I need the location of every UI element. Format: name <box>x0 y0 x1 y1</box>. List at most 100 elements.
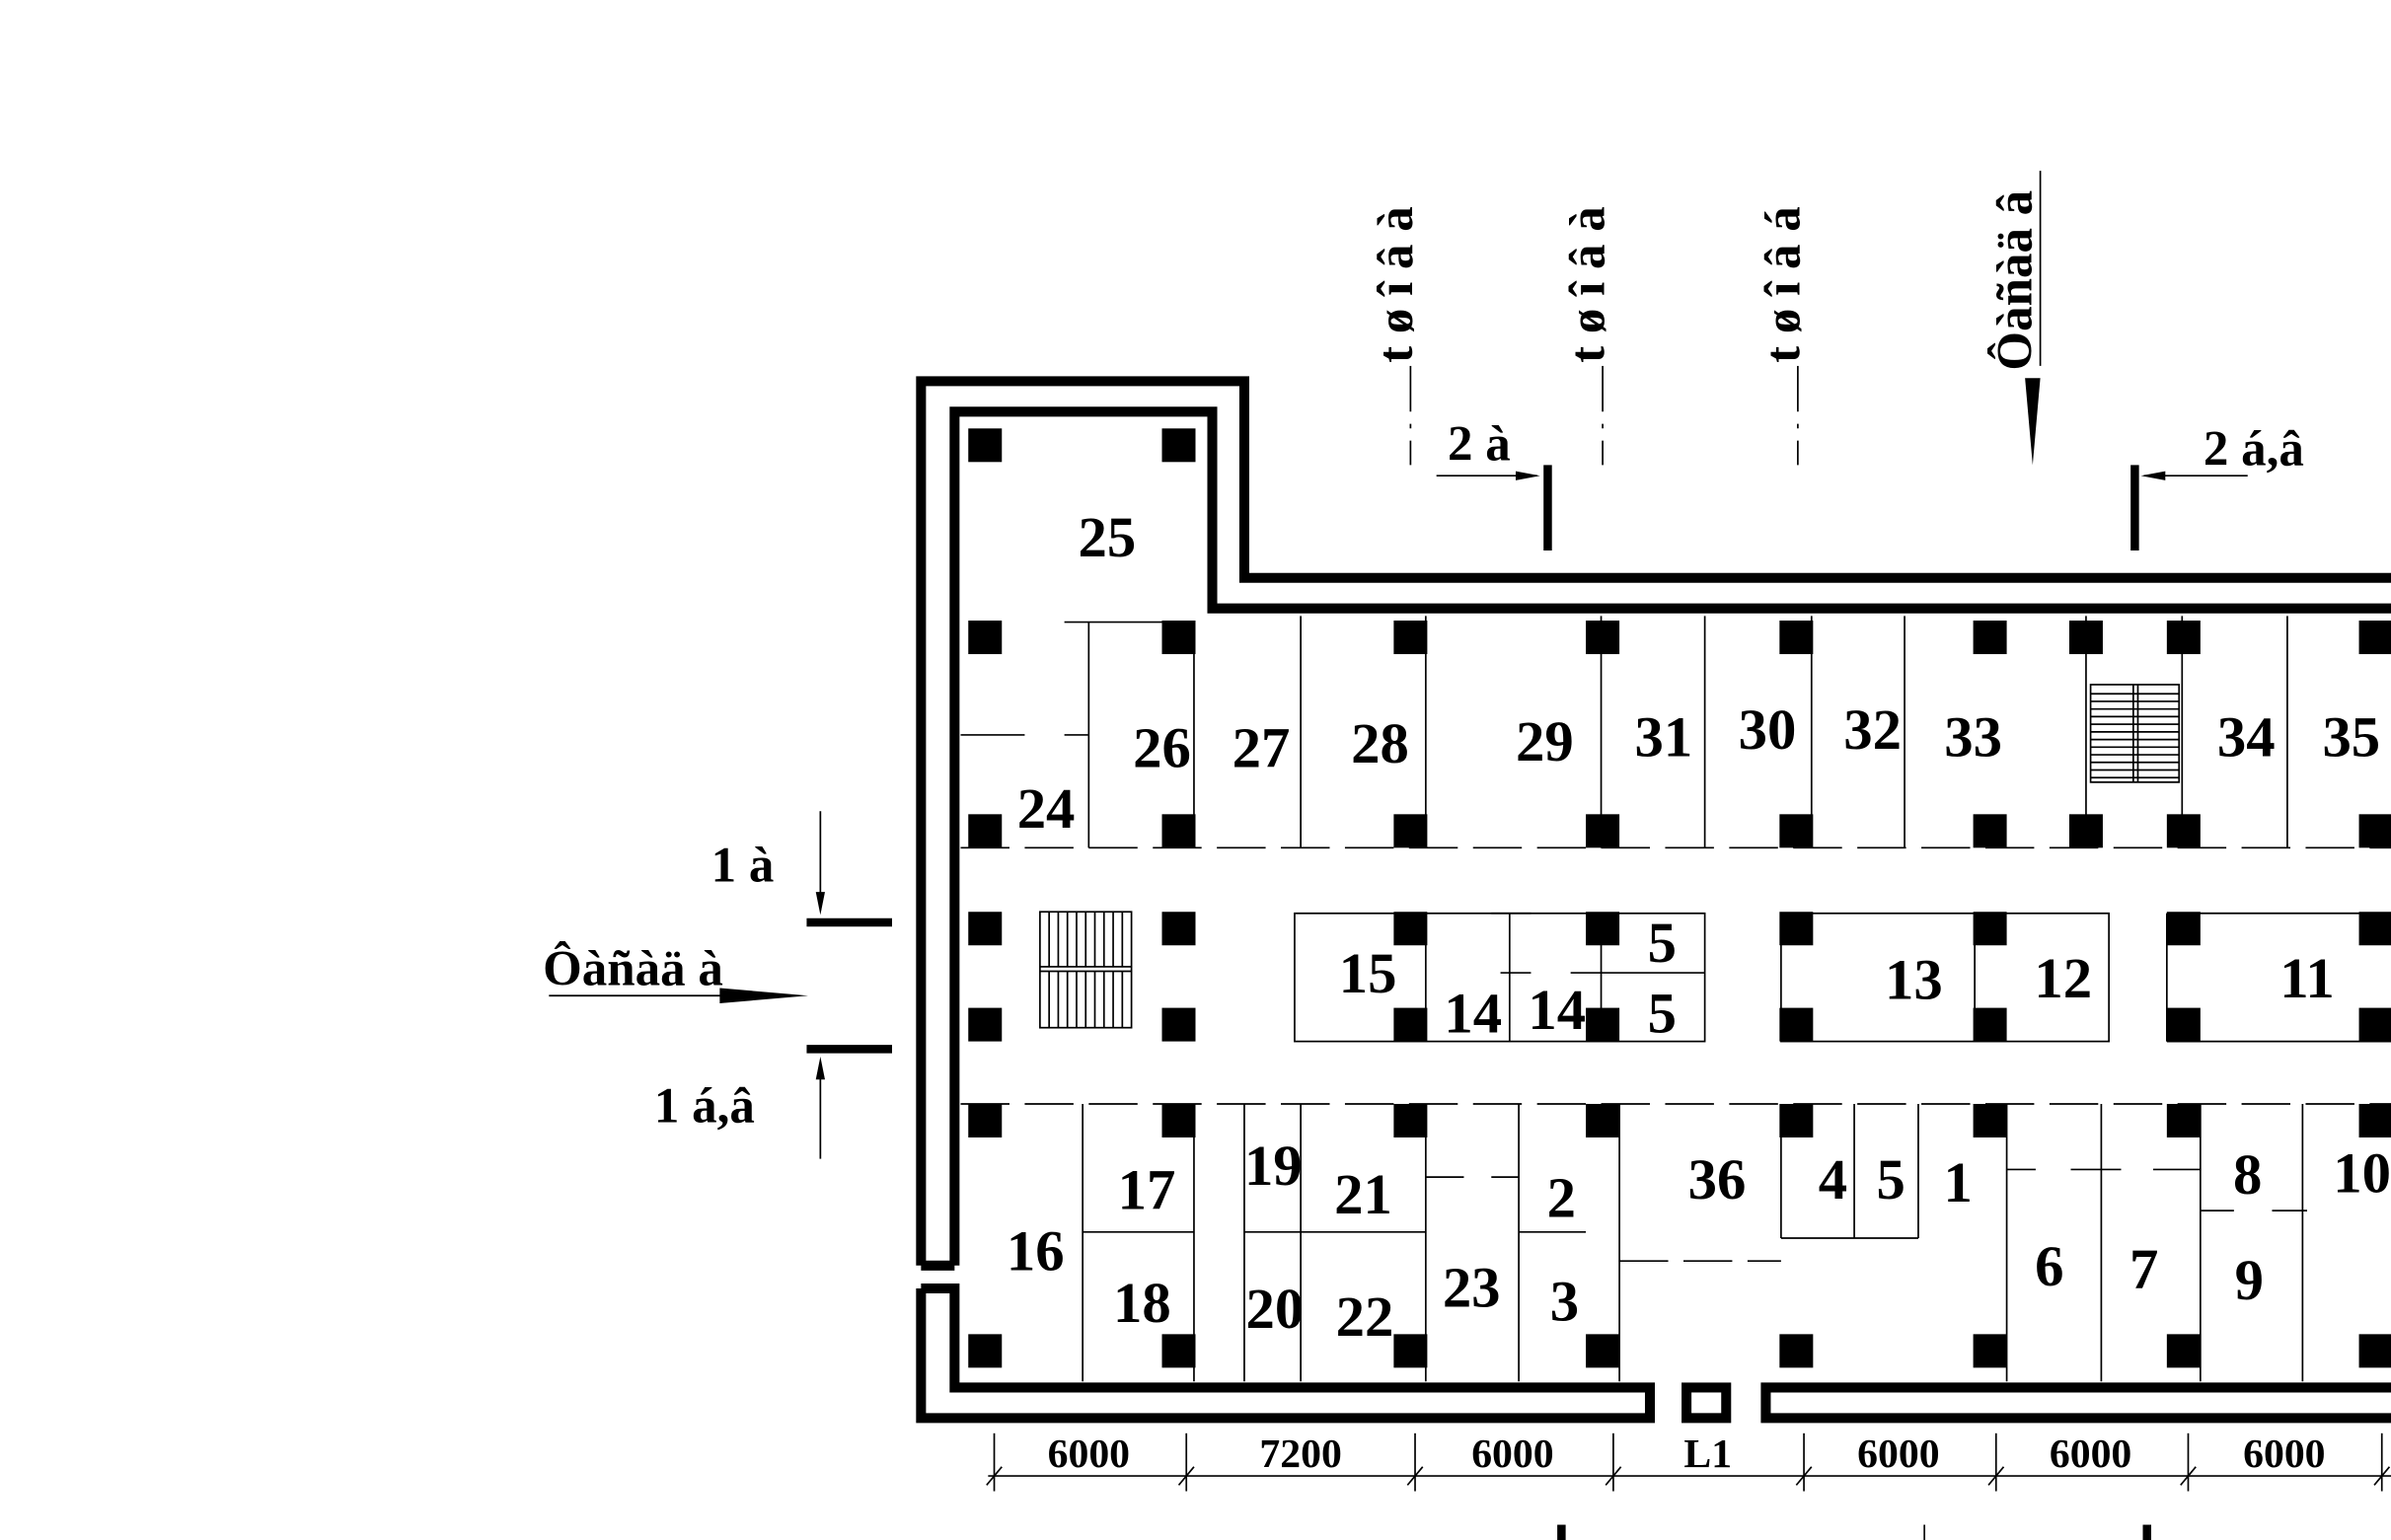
room-14b: 14 <box>1528 978 1586 1042</box>
column <box>1586 1007 1620 1042</box>
column <box>2358 1334 2391 1368</box>
room-22: 22 <box>1336 1284 1394 1349</box>
room-26: 26 <box>1133 715 1191 779</box>
column <box>2358 621 2391 655</box>
column <box>1586 1334 1620 1368</box>
dimension-slash <box>1987 1466 2005 1486</box>
dimension-6: 6000 <box>2050 1431 2131 1477</box>
column <box>1586 1103 1620 1137</box>
column <box>1161 1334 1196 1368</box>
room-13: 13 <box>1885 947 1943 1011</box>
column <box>2358 814 2391 848</box>
column <box>1393 1334 1428 1368</box>
left-section-marks: 1 à 1 á,â Ôàñàä à <box>543 811 892 1159</box>
column <box>1161 1103 1196 1137</box>
column <box>1973 621 2007 655</box>
room-5b: 5 <box>1648 981 1677 1045</box>
axis-label-1: t ø î â à <box>1369 206 1424 363</box>
column <box>2358 912 2391 946</box>
column <box>1779 1103 1814 1137</box>
room-30: 30 <box>1739 697 1797 762</box>
column <box>968 814 1003 848</box>
staircase-left <box>1039 911 1133 1029</box>
column <box>1586 912 1620 946</box>
wind-arrow-left-icon <box>719 988 808 1003</box>
dimension-slash <box>1406 1466 1424 1486</box>
column <box>1161 428 1196 463</box>
room-23: 23 <box>1443 1256 1501 1320</box>
column <box>2068 814 2103 848</box>
column <box>1161 621 1196 655</box>
dimension-line: 6000 7200 6000 L1 6000 6000 6000 <box>986 1431 2391 1540</box>
column <box>1161 912 1196 946</box>
outer-wall-bottom-left <box>916 1283 1656 1424</box>
room-5a: 5 <box>1648 911 1677 975</box>
column <box>1161 1007 1196 1042</box>
room-15: 15 <box>1339 941 1397 1005</box>
section-label-1bv: 1 á,â <box>654 1079 755 1135</box>
room-12: 12 <box>2034 946 2092 1010</box>
room-2: 2 <box>1547 1165 1576 1229</box>
column <box>968 1007 1003 1042</box>
room-8: 8 <box>2233 1142 2262 1207</box>
column <box>968 428 1003 463</box>
dimension-1: 6000 <box>1048 1431 1130 1477</box>
room-25: 25 <box>1079 505 1137 569</box>
top-section-marks: t ø î â à t ø î â à t ø î â á Ôàñàä â 2 … <box>1369 171 2304 550</box>
room-7: 7 <box>2129 1237 2158 1301</box>
section-label-2a: 2 à <box>1448 417 1511 473</box>
column <box>1973 912 2007 946</box>
room-29: 29 <box>1516 709 1574 773</box>
inner-wall-top <box>949 406 2391 1266</box>
room-21: 21 <box>1334 1162 1392 1226</box>
column <box>2166 1007 2201 1042</box>
column <box>1973 1334 2007 1368</box>
wind-direction-top: Ôàñàä â <box>1987 190 2043 371</box>
room-14a: 14 <box>1444 981 1502 1045</box>
section-label-2bv: 2 á,â <box>2204 421 2304 477</box>
dimension-slash <box>1177 1466 1195 1486</box>
dimension-7: 6000 <box>2243 1431 2325 1477</box>
staircase-top <box>2089 684 2181 783</box>
dimension-slash <box>986 1466 1003 1486</box>
room-34: 34 <box>2217 705 2276 770</box>
corridor-lines <box>960 846 2391 1263</box>
room-17: 17 <box>1118 1158 1176 1222</box>
column <box>2358 1007 2391 1042</box>
dimension-3: 6000 <box>1471 1431 1553 1477</box>
room-9: 9 <box>2235 1248 2264 1312</box>
room-33: 33 <box>1944 705 2002 770</box>
room-10: 10 <box>2333 1141 2391 1206</box>
column <box>968 1103 1003 1137</box>
dimension-2: 7200 <box>1259 1431 1341 1477</box>
room-18: 18 <box>1113 1271 1171 1335</box>
room-36: 36 <box>1688 1147 1747 1211</box>
room-5c: 5 <box>1876 1147 1905 1211</box>
column <box>968 912 1003 946</box>
column <box>1393 621 1428 655</box>
dimension-slash <box>1795 1466 1813 1486</box>
room-19: 19 <box>1244 1134 1303 1198</box>
room-31: 31 <box>1635 705 1693 770</box>
dimension-slash <box>2180 1466 2197 1486</box>
column <box>1393 912 1428 946</box>
column <box>1586 621 1620 655</box>
column <box>2166 621 2201 655</box>
axis-label-3: t ø î â á <box>1756 206 1811 363</box>
column <box>1973 1007 2007 1042</box>
room-35: 35 <box>2322 705 2380 770</box>
column <box>2166 1334 2201 1368</box>
room-32: 32 <box>1843 697 1902 762</box>
column <box>2358 1103 2391 1137</box>
room-3: 3 <box>1550 1269 1579 1333</box>
column <box>2166 814 2201 848</box>
room-20: 20 <box>1245 1277 1304 1341</box>
room-6: 6 <box>2035 1234 2063 1298</box>
column <box>1393 1007 1428 1042</box>
wind-direction-left: Ôàñàä à <box>543 941 723 996</box>
building-walls <box>916 376 2391 1424</box>
column <box>968 621 1003 655</box>
column <box>1161 814 1196 848</box>
column <box>1586 814 1620 848</box>
